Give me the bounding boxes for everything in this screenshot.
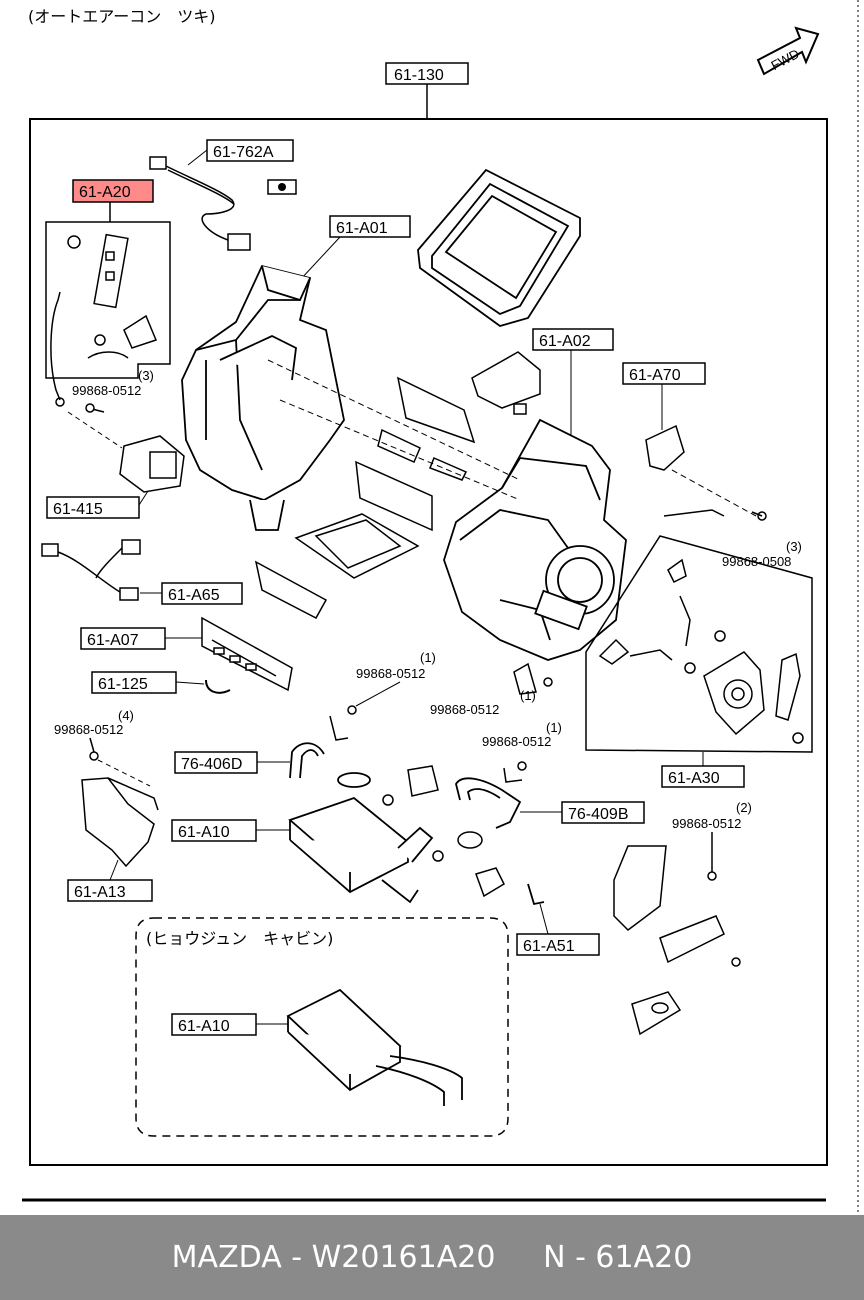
duct-bracket — [81, 777, 159, 868]
bolt-b5-icon — [89, 737, 99, 761]
callout-61-A13[interactable]: 61-A13 — [67, 859, 153, 902]
callout-61-A07[interactable]: 61-A07 — [80, 627, 204, 650]
small-clip — [267, 179, 297, 195]
hvac-case-right — [443, 418, 627, 661]
highlight-61-A20 — [72, 179, 154, 203]
svg-text:61-125: 61-125 — [98, 676, 148, 693]
bracket-b4 — [513, 662, 553, 695]
callout-61-A10[interactable]: 61-A10 — [171, 819, 290, 842]
svg-text:61-A01: 61-A01 — [336, 220, 388, 237]
heater-core — [288, 796, 434, 904]
callout-61-A30[interactable]: 61-A30 — [661, 752, 745, 788]
callout-61-A65[interactable]: 61-A65 — [140, 582, 243, 605]
mount-brackets — [613, 845, 741, 1036]
qty-b3: (1) — [420, 650, 436, 665]
callout-61-762A[interactable]: 61-762A — [187, 139, 294, 166]
qty-b6: (1) — [546, 720, 562, 735]
callout-61-A20[interactable]: 61-A20 — [72, 179, 154, 222]
bolt-b3-icon — [329, 705, 357, 741]
svg-text:61-A13: 61-A13 — [74, 884, 126, 901]
svg-text:61-415: 61-415 — [53, 501, 103, 518]
hose-409B — [455, 777, 522, 829]
fwd-badge-text: FWD — [768, 46, 801, 73]
svg-text:61-130: 61-130 — [394, 67, 444, 84]
sensor-unit — [645, 424, 725, 517]
diagram-title: (オートエアーコン ツキ) — [28, 7, 216, 26]
standard-cabin-inset: (ヒョウジュン キャビン) — [135, 917, 509, 1137]
svg-text:61-A65: 61-A65 — [168, 587, 220, 604]
svg-text:61-A20: 61-A20 — [79, 184, 131, 201]
footer-text: MAZDA - W20161A20 N - 61A20 — [171, 1240, 693, 1275]
svg-text:61-A51: 61-A51 — [523, 938, 575, 955]
callout-61-A51[interactable]: 61-A51 — [516, 903, 600, 956]
qty-b1: (3) — [138, 368, 154, 383]
svg-text:61-A07: 61-A07 — [87, 632, 139, 649]
callout-61-415[interactable]: 61-415 — [46, 487, 151, 519]
temp-sensor-harness — [41, 539, 141, 601]
callout-61-A10-alt[interactable]: 61-A10 — [171, 1013, 288, 1036]
link-mechanism — [598, 558, 804, 744]
qty-b2: (3) — [786, 539, 802, 554]
bolt-b2-icon — [751, 511, 767, 521]
svg-text:76-409B: 76-409B — [568, 806, 629, 823]
hose-406D — [289, 742, 371, 788]
callout-76-406D[interactable]: 76-406D — [174, 751, 290, 774]
part-no-b4: 99868-0512 — [430, 702, 499, 717]
clip-125 — [205, 679, 231, 694]
bolt-b1-icon — [85, 403, 105, 413]
callout-61-130[interactable]: 61-130 — [385, 62, 469, 119]
svg-text:61-A10: 61-A10 — [178, 824, 230, 841]
control-rod — [50, 291, 65, 407]
svg-text:61-A10: 61-A10 — [178, 1018, 230, 1035]
svg-text:61-762A: 61-762A — [213, 144, 274, 161]
part-no-b7: 99868-0512 — [672, 816, 741, 831]
control-panel — [201, 616, 293, 692]
qty-b4: (1) — [520, 688, 536, 703]
main-frame — [29, 118, 828, 1166]
svg-text:61-A70: 61-A70 — [629, 367, 681, 384]
mode-doors — [254, 376, 476, 620]
inset-title: (ヒョウジュン キャビン) — [146, 929, 333, 948]
callout-61-A70[interactable]: 61-A70 — [622, 362, 706, 430]
svg-text:61-A30: 61-A30 — [668, 770, 720, 787]
bolt-b7-icon — [707, 832, 717, 881]
clip-A51 — [527, 883, 545, 906]
callout-76-409B[interactable]: 76-409B — [520, 801, 645, 824]
qty-b5: (4) — [118, 708, 134, 723]
part-no-b6: 99868-0512 — [482, 734, 551, 749]
qty-b7: (2) — [736, 800, 752, 815]
parts-diagram: (オートエアーコン ツキ) FWD 61-130 61-762A 61-A20 — [22, 0, 859, 1215]
callout-61-A02[interactable]: 61-A02 — [532, 328, 614, 448]
heater-core-alt — [286, 988, 463, 1106]
part-no-b1: 99868-0512 — [72, 383, 141, 398]
fwd-arrow-icon: FWD — [756, 26, 820, 76]
part-no-b5: 99868-0512 — [54, 722, 123, 737]
hose-clamps — [382, 765, 505, 898]
callout-61-125[interactable]: 61-125 — [91, 671, 205, 694]
footer-bar: MAZDA - W20161A20 N - 61A20 — [0, 1215, 864, 1300]
servo-motor-assembly — [45, 221, 171, 379]
hvac-case-left — [181, 264, 345, 531]
svg-text:61-A02: 61-A02 — [539, 333, 591, 350]
svg-text:76-406D: 76-406D — [181, 756, 242, 773]
filter-frame — [417, 168, 581, 327]
flap-door — [471, 351, 541, 415]
link-mechanism-box — [585, 535, 813, 753]
actuator-bracket — [119, 435, 185, 493]
callout-61-A01[interactable]: 61-A01 — [299, 215, 411, 281]
bolt-b6-icon — [503, 761, 527, 783]
wiring-harness — [149, 156, 251, 251]
part-no-b3: 99868-0512 — [356, 666, 425, 681]
